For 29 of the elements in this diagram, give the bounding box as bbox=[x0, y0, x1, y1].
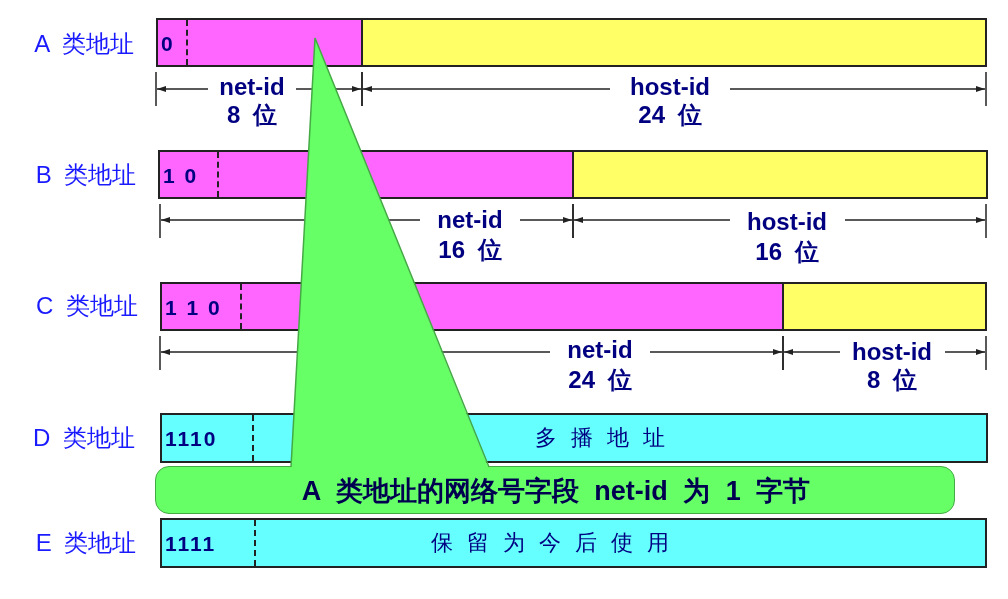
dimension-label: 24 位 bbox=[638, 103, 702, 127]
bit-prefix: 1 0 bbox=[163, 164, 199, 185]
field-box bbox=[160, 518, 987, 568]
dimension-label: host-id bbox=[630, 75, 710, 99]
dimension-label: 24 位 bbox=[568, 368, 632, 392]
dimension-label: net-id bbox=[219, 75, 285, 99]
bit-prefix: 1110 bbox=[165, 427, 218, 449]
dimension-label: net-id bbox=[437, 208, 503, 232]
bit-prefix: 1111 bbox=[165, 532, 217, 554]
callout-text: A 类地址的网络号字段 net-id 为 1 字节 bbox=[301, 477, 811, 505]
field-box bbox=[361, 18, 987, 67]
row-label: D 类地址 bbox=[33, 426, 135, 450]
dimension-label: host-id bbox=[747, 210, 827, 234]
field-box bbox=[572, 150, 988, 199]
row-label: C 类地址 bbox=[36, 294, 138, 318]
dimension-label: net-id bbox=[567, 338, 633, 362]
dimension-label: 8 位 bbox=[227, 103, 277, 127]
bit-prefix: 1 1 0 bbox=[165, 296, 222, 317]
field-box bbox=[156, 18, 363, 67]
field-box bbox=[782, 282, 987, 331]
row-label: E 类地址 bbox=[35, 531, 137, 555]
field-text: 保 留 为 今 后 使 用 bbox=[430, 532, 674, 554]
dimension-label: 16 位 bbox=[438, 238, 502, 262]
field-text: 多 播 地 址 bbox=[534, 427, 670, 449]
dimension-label: 16 位 bbox=[755, 240, 819, 264]
dimension-label: host-id bbox=[852, 340, 932, 364]
speech-bubble bbox=[155, 466, 955, 514]
bit-prefix: 0 bbox=[161, 32, 175, 53]
dimension-label: 8 位 bbox=[867, 368, 917, 392]
